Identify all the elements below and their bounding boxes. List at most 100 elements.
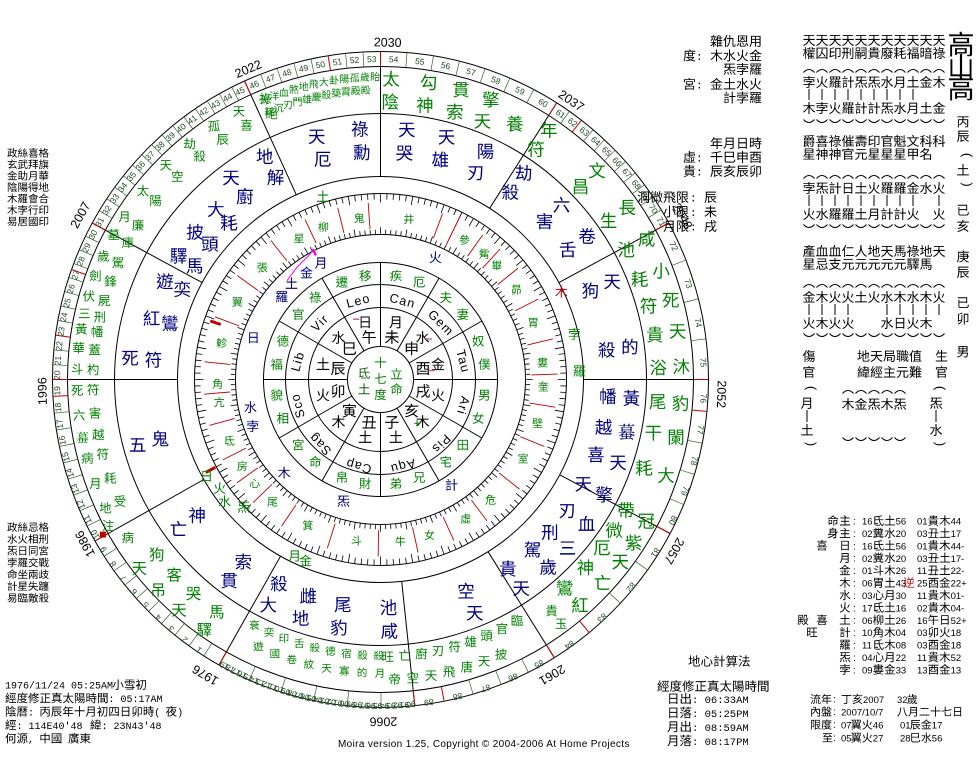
svg-text:02: 02 <box>325 696 336 707</box>
svg-text:17: 17 <box>862 603 873 614</box>
svg-text::: : <box>833 720 836 731</box>
svg-text::: : <box>690 208 697 220</box>
svg-text:04-: 04- <box>951 603 965 614</box>
svg-text:19: 19 <box>52 386 62 396</box>
svg-text:3: 3 <box>166 624 176 635</box>
svg-text:10: 10 <box>88 528 101 541</box>
svg-text::: : <box>833 733 836 744</box>
svg-text:20: 20 <box>52 370 62 380</box>
svg-text:): ) <box>960 182 975 186</box>
svg-text:2030: 2030 <box>374 35 402 50</box>
svg-text:05: 05 <box>841 734 852 745</box>
svg-text:16: 16 <box>896 603 907 614</box>
svg-text:33: 33 <box>896 665 907 676</box>
svg-text:91: 91 <box>399 700 409 711</box>
svg-text:Sco: Sco <box>288 392 308 420</box>
svg-text:18: 18 <box>951 628 962 639</box>
svg-text::: : <box>853 603 856 614</box>
svg-text:26: 26 <box>896 616 907 627</box>
svg-text::: : <box>853 641 856 652</box>
svg-text:15: 15 <box>60 451 72 463</box>
svg-text:32: 32 <box>897 695 908 706</box>
svg-text:50: 50 <box>315 59 326 71</box>
svg-text::: : <box>853 628 856 639</box>
svg-text:11: 11 <box>267 681 279 693</box>
svg-text:10: 10 <box>273 683 285 696</box>
svg-text:,: , <box>28 735 34 746</box>
svg-text:18: 18 <box>223 662 236 675</box>
svg-text:76: 76 <box>698 393 708 403</box>
svg-text::: : <box>853 529 856 540</box>
svg-text:11: 11 <box>81 513 94 525</box>
svg-text::: : <box>696 81 703 93</box>
svg-text::: : <box>690 194 697 206</box>
svg-text:72: 72 <box>667 240 680 253</box>
svg-text:51: 51 <box>332 56 343 67</box>
svg-text:92: 92 <box>392 700 402 710</box>
svg-text:13: 13 <box>951 665 962 676</box>
svg-text:10: 10 <box>862 628 873 639</box>
svg-text:52+: 52+ <box>951 616 968 627</box>
svg-text:: 23N43'48: : 23N43'48 <box>102 721 162 733</box>
svg-text:18: 18 <box>53 402 64 412</box>
svg-text:04: 04 <box>896 628 907 639</box>
svg-text:1996: 1996 <box>35 377 50 405</box>
svg-text::: : <box>690 223 697 235</box>
svg-text:30: 30 <box>86 228 99 241</box>
svg-text:59: 59 <box>514 84 527 97</box>
svg-text:: 05:25PM: : 05:25PM <box>692 709 749 721</box>
svg-text:44: 44 <box>951 517 962 528</box>
svg-text:02: 02 <box>862 554 873 565</box>
svg-text:8: 8 <box>107 559 118 569</box>
svg-text:2007: 2007 <box>863 695 884 706</box>
svg-text:13: 13 <box>917 665 928 676</box>
svg-text:06: 06 <box>862 579 873 590</box>
svg-text:16: 16 <box>862 517 873 528</box>
svg-text:80: 80 <box>667 514 680 527</box>
svg-text:07: 07 <box>292 689 304 701</box>
svg-text:16: 16 <box>862 541 873 552</box>
svg-text:(: ( <box>804 386 819 391</box>
svg-text:52: 52 <box>951 653 962 664</box>
svg-text::: : <box>833 695 836 706</box>
svg-text:43: 43 <box>896 579 907 590</box>
svg-text:25: 25 <box>917 579 928 590</box>
svg-text:15: 15 <box>241 671 254 684</box>
svg-text:95: 95 <box>373 701 383 711</box>
svg-text:57: 57 <box>465 66 477 78</box>
svg-text:56: 56 <box>932 734 943 745</box>
svg-text:06: 06 <box>299 691 311 703</box>
svg-text::: : <box>853 665 856 676</box>
svg-text:98: 98 <box>352 700 362 711</box>
svg-text:05: 05 <box>305 693 317 705</box>
svg-text:18: 18 <box>951 641 962 652</box>
svg-text::: : <box>853 517 856 528</box>
svg-text:17-: 17- <box>951 554 965 565</box>
svg-text:99: 99 <box>346 699 357 710</box>
svg-text:09: 09 <box>279 686 291 698</box>
svg-text:01: 01 <box>862 566 873 577</box>
svg-text:08: 08 <box>896 641 907 652</box>
svg-text:11: 11 <box>917 591 927 602</box>
svg-text:03: 03 <box>917 554 928 565</box>
svg-text:08: 08 <box>286 688 298 700</box>
svg-text::: : <box>696 168 703 180</box>
svg-text:03: 03 <box>917 628 928 639</box>
svg-text:: 114E40'48: : 114E40'48 <box>17 721 83 733</box>
svg-text:Moira version 1.25, Copyright: Moira version 1.25, Copyright © 2004-200… <box>338 739 630 750</box>
svg-text:88: 88 <box>452 691 464 703</box>
svg-text:13: 13 <box>254 676 267 689</box>
svg-text::: : <box>833 707 836 718</box>
svg-text:16: 16 <box>235 668 248 681</box>
svg-text:09: 09 <box>862 665 873 676</box>
svg-text:11: 11 <box>862 641 872 652</box>
svg-text:75: 75 <box>698 357 709 367</box>
svg-text:19: 19 <box>217 659 230 672</box>
svg-text:27: 27 <box>873 734 884 745</box>
svg-text:44-: 44- <box>951 541 965 552</box>
svg-text:55: 55 <box>414 56 425 67</box>
svg-text:11: 11 <box>917 653 927 664</box>
svg-text:71: 71 <box>655 215 669 228</box>
svg-text:01-: 01- <box>951 591 965 602</box>
svg-text::: : <box>853 579 856 590</box>
